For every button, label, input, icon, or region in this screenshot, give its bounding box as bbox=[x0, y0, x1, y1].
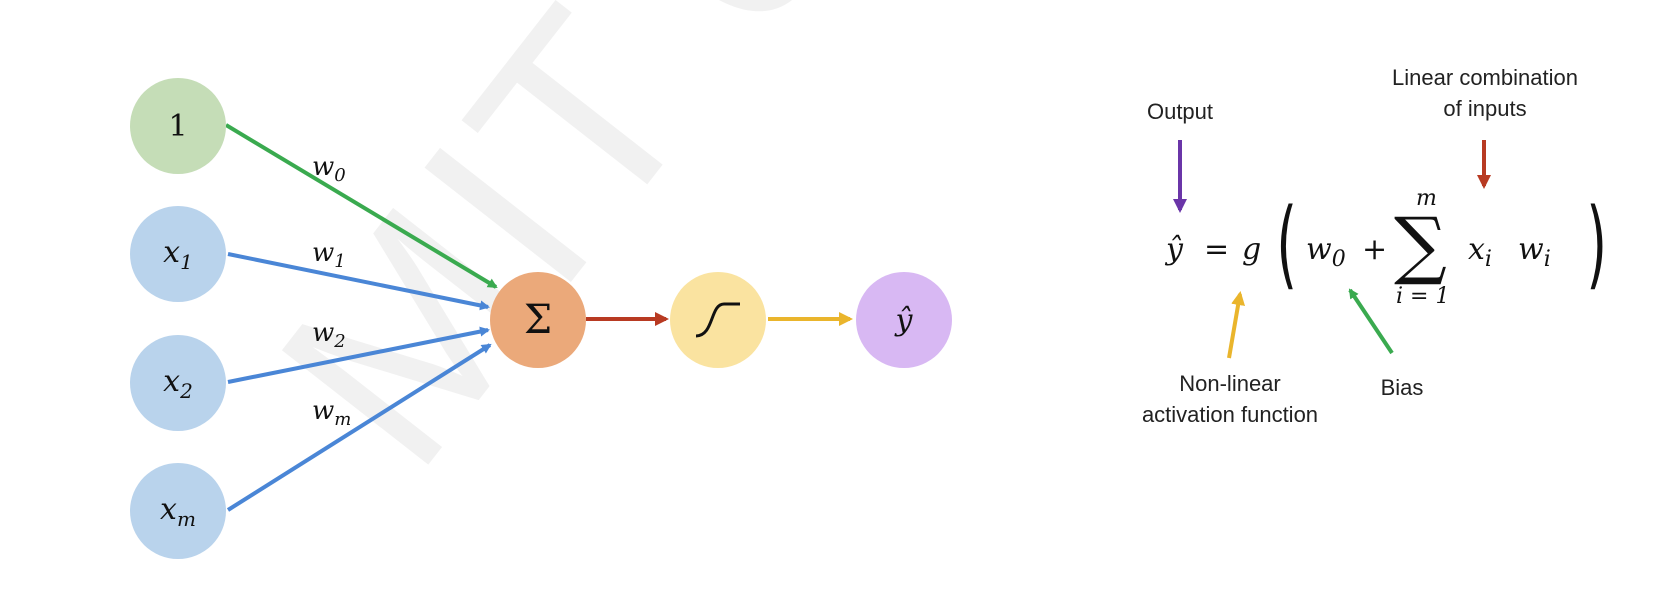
edge-wm bbox=[226, 343, 492, 512]
node-x1-label: x1 bbox=[163, 234, 193, 274]
node-output-label: ŷ bbox=[895, 302, 913, 338]
edge-w0 bbox=[224, 123, 498, 289]
eq-right-paren: ) bbox=[1586, 188, 1608, 300]
weight-label-wm: wm bbox=[312, 396, 352, 431]
eq-left-paren: ( bbox=[1276, 188, 1298, 300]
annotation-nonlinear: Non-linear activation function bbox=[1100, 368, 1360, 430]
eq-equals: = bbox=[1204, 232, 1230, 267]
node-bias-label: 1 bbox=[168, 108, 188, 144]
arrow-nonlinear bbox=[1227, 291, 1246, 359]
eq-xi: xi bbox=[1468, 232, 1492, 272]
eq-sigma-upper: m bbox=[1416, 186, 1437, 211]
node-x2: x2 bbox=[130, 335, 226, 431]
edge-w2 bbox=[227, 326, 490, 384]
node-xm-label: xm bbox=[160, 491, 196, 531]
eq-w0: w0 bbox=[1306, 232, 1346, 272]
node-activation bbox=[670, 272, 766, 368]
annotation-nonlinear-line1: Non-linear bbox=[1179, 371, 1281, 396]
weight-label-w2: w2 bbox=[312, 318, 346, 353]
annotation-linear-combination: Linear combination of inputs bbox=[1360, 62, 1610, 124]
node-sum: Σ bbox=[490, 272, 586, 368]
eq-yhat: ŷ bbox=[1166, 232, 1183, 267]
eq-plus: + bbox=[1362, 232, 1388, 267]
node-bias: 1 bbox=[130, 78, 226, 174]
annotation-linear-combination-line2: of inputs bbox=[1443, 96, 1527, 121]
sigma-icon: Σ bbox=[523, 297, 553, 343]
node-output: ŷ bbox=[856, 272, 952, 368]
sigmoid-icon bbox=[695, 302, 740, 338]
weight-label-w0: w0 bbox=[312, 152, 346, 187]
annotation-bias: Bias bbox=[1380, 375, 1424, 400]
annotation-output: Output bbox=[1146, 99, 1214, 124]
node-x2-label: x2 bbox=[163, 363, 193, 403]
annotation-linear-combination-line1: Linear combination bbox=[1392, 65, 1578, 90]
weight-label-w1: w1 bbox=[312, 238, 346, 273]
edge-w1 bbox=[227, 252, 490, 311]
node-x1: x1 bbox=[130, 206, 226, 302]
eq-sigma-lower: i = 1 bbox=[1396, 284, 1450, 309]
eq-g: g bbox=[1242, 232, 1262, 267]
eq-wi: wi bbox=[1518, 232, 1551, 272]
node-xm: xm bbox=[130, 463, 226, 559]
arrow-bias bbox=[1348, 288, 1394, 355]
eq-sigma: ∑ bbox=[1394, 202, 1447, 288]
annotation-nonlinear-line2: activation function bbox=[1141, 402, 1319, 427]
